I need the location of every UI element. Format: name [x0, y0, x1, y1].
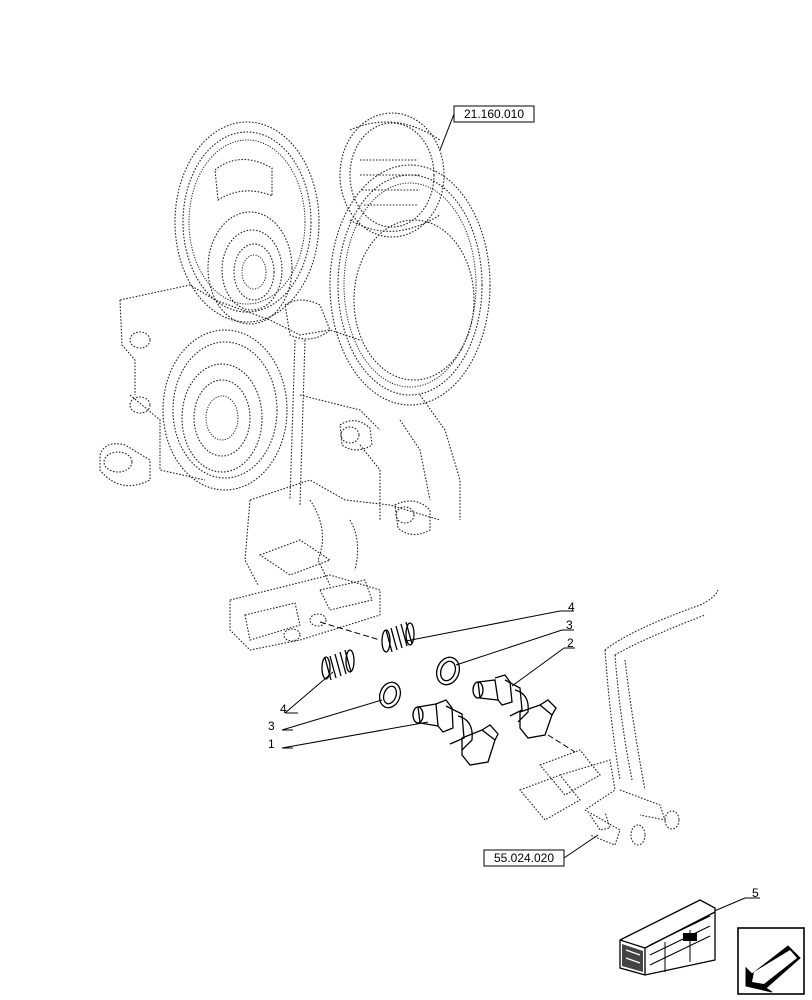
callout-4-right: 4	[568, 600, 575, 614]
reference-top-label: 21.160.010	[464, 107, 524, 121]
callout-1: 1	[268, 737, 275, 751]
washer-left	[378, 681, 402, 709]
valve-bracket	[229, 519, 381, 651]
callout-3-right: 3	[566, 618, 573, 632]
spring-right	[381, 621, 415, 653]
pressure-switch-2	[472, 674, 557, 739]
reference-top[interactable]: 21.160.010	[439, 105, 535, 151]
pressure-switch-1	[412, 699, 499, 766]
pulley-hub	[339, 112, 445, 238]
crate-icon	[619, 899, 716, 976]
arrow-next-page-icon[interactable]	[737, 927, 805, 995]
reference-bottom-label: 55.024.020	[494, 851, 554, 865]
housing-frame	[99, 284, 461, 586]
parts-group	[321, 621, 557, 766]
gear-housing-assembly	[99, 112, 491, 651]
spring-left	[321, 649, 355, 681]
lower-gear	[162, 329, 288, 491]
washer-right	[435, 656, 461, 686]
reference-bottom[interactable]: 55.024.020	[483, 834, 599, 867]
right-gear	[329, 164, 491, 406]
callout-2: 2	[567, 636, 574, 650]
upper-gear	[174, 121, 320, 325]
wiring-harness	[519, 589, 719, 846]
callouts: 4 3 2 4 3 1 5	[268, 600, 760, 913]
callout-3-left: 3	[268, 719, 275, 733]
callout-5: 5	[752, 886, 759, 900]
callout-4-left: 4	[280, 702, 287, 716]
